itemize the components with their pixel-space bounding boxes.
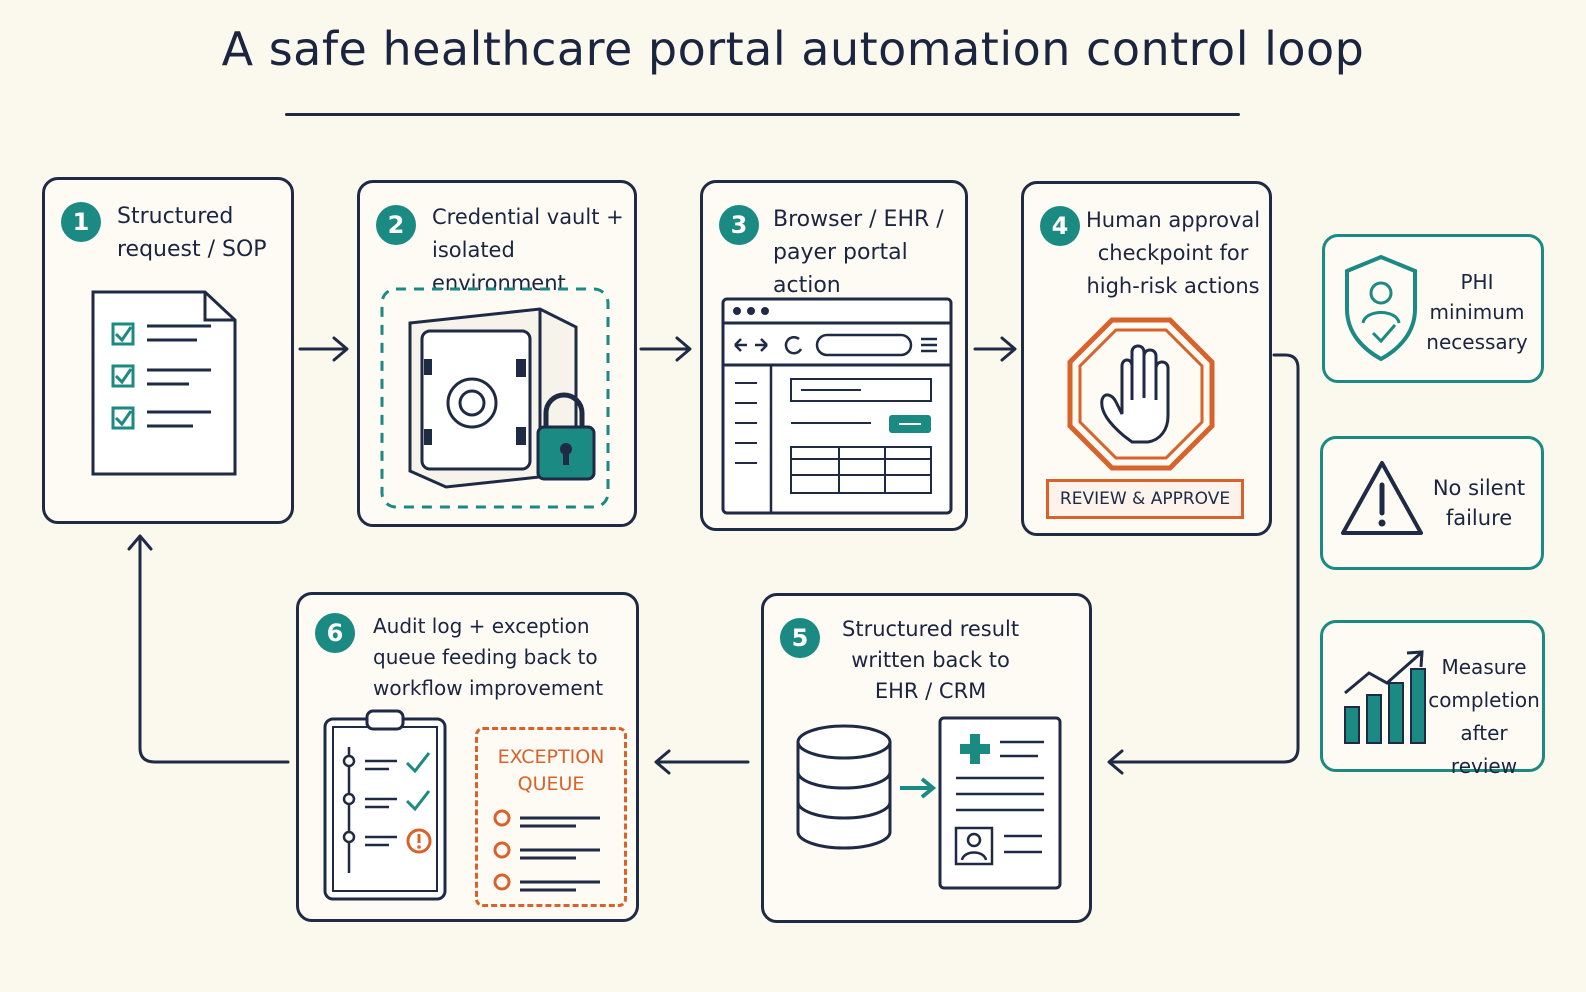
step-5-badge: 5 bbox=[780, 618, 820, 658]
arrow-5-to-6 bbox=[654, 749, 750, 775]
arrow-1-to-2 bbox=[298, 336, 349, 362]
step-1-badge: 1 bbox=[61, 202, 101, 242]
step-4-box: 4 Human approval checkpoint for high-ris… bbox=[1021, 181, 1272, 536]
arrow-6-to-1 bbox=[127, 534, 290, 764]
database-icon bbox=[796, 724, 892, 850]
step-5-box: 5 Structured result written back to EHR … bbox=[761, 593, 1092, 923]
bar-chart-icon bbox=[1344, 650, 1426, 744]
diagram-title: A safe healthcare portal automation cont… bbox=[221, 22, 1365, 76]
step-6-box: 6 Audit log + exception queue feeding ba… bbox=[296, 592, 639, 922]
step-2-label: Credential vault + isolated environment bbox=[432, 205, 624, 295]
review-approve-button[interactable]: REVIEW & APPROVE bbox=[1046, 479, 1244, 519]
exception-queue-label: EXCEPTION QUEUE bbox=[497, 746, 605, 795]
warning-icon bbox=[1341, 461, 1423, 535]
step-2-box: 2 Credential vault + isolated environmen… bbox=[357, 180, 637, 527]
side-panel-no-silent-failure: No silent failure bbox=[1320, 436, 1544, 570]
stop-hand-icon bbox=[1067, 317, 1215, 471]
vault-lock-icon bbox=[380, 287, 610, 509]
side-panel-phi: PHI minimum necessary bbox=[1322, 234, 1544, 383]
step-3-badge: 3 bbox=[719, 205, 759, 245]
step-1-box: 1 Structured request / SOP bbox=[42, 177, 294, 524]
browser-window-icon bbox=[721, 297, 953, 515]
step-5-label: Structured result written back to EHR / … bbox=[842, 617, 1020, 703]
step-4-label: Human approval checkpoint for high-risk … bbox=[1086, 208, 1261, 298]
side-panel-measure: Measure completion after review bbox=[1320, 620, 1545, 778]
step-2-badge: 2 bbox=[376, 205, 416, 245]
exception-list-icon bbox=[493, 809, 600, 892]
step-1-label: Structured request / SOP bbox=[117, 204, 267, 262]
audit-clipboard-icon bbox=[323, 709, 447, 901]
step-3-label: Browser / EHR / payer portal action bbox=[773, 207, 944, 298]
arrow-4-to-5 bbox=[1107, 353, 1300, 775]
step-3-box: 3 Browser / EHR / payer portal action bbox=[700, 180, 968, 531]
side-panel-no-silent-failure-label: No silent failure bbox=[1432, 476, 1526, 530]
step-6-label: Audit log + exception queue feeding back… bbox=[373, 614, 604, 700]
exception-queue-panel: EXCEPTION QUEUE bbox=[475, 727, 627, 907]
review-approve-label: REVIEW & APPROVE bbox=[1059, 489, 1231, 509]
arrow-3-to-4 bbox=[973, 336, 1017, 362]
side-panel-measure-label: Measure completion after review bbox=[1428, 655, 1540, 778]
checklist-document-icon bbox=[91, 290, 237, 476]
arrow-right-icon bbox=[900, 777, 937, 799]
side-panel-phi-label: PHI minimum necessary bbox=[1426, 270, 1528, 354]
step-4-badge: 4 bbox=[1040, 206, 1080, 246]
medical-record-icon bbox=[938, 716, 1062, 890]
shield-user-icon bbox=[1345, 254, 1417, 362]
step-6-badge: 6 bbox=[315, 613, 355, 653]
title-underline bbox=[285, 113, 1240, 116]
arrow-2-to-3 bbox=[639, 336, 692, 362]
